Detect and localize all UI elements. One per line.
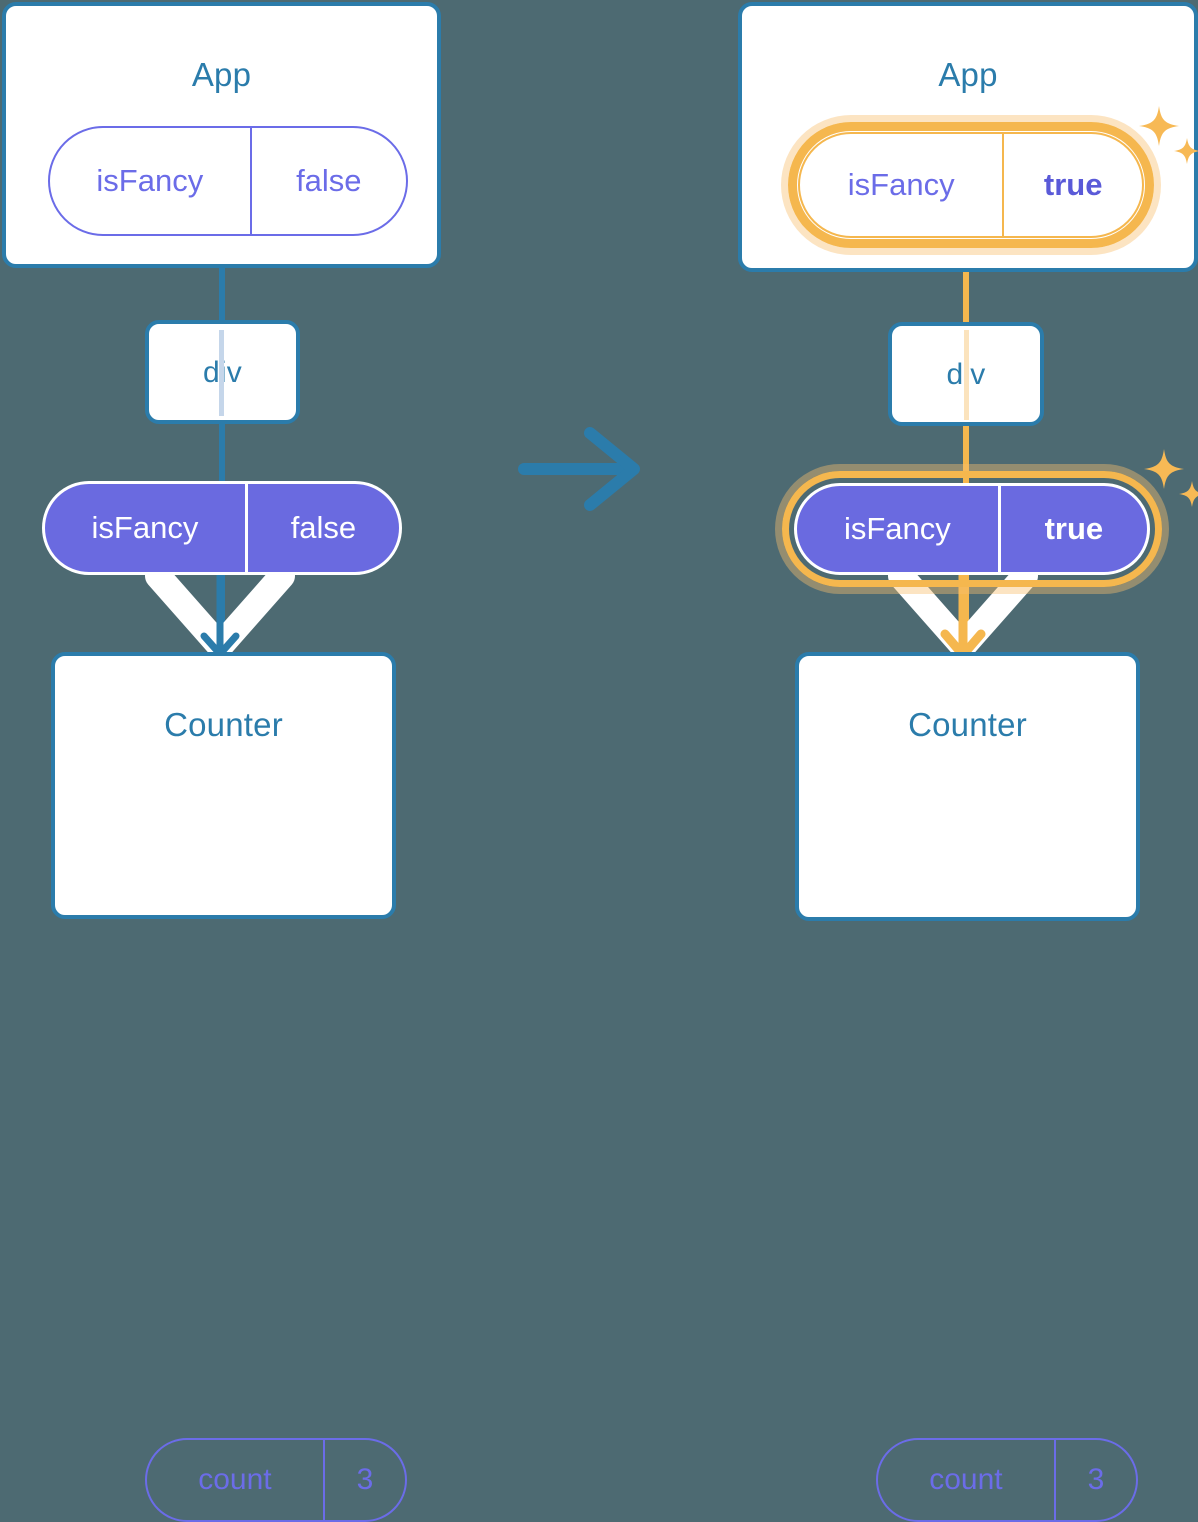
app-state-value: false: [249, 128, 406, 234]
counter-state-value-after: 3: [1053, 1440, 1136, 1520]
prop-pill: isFancy false: [42, 481, 402, 575]
app-state-value-after: true: [1002, 134, 1142, 236]
app-title-after: App: [938, 56, 998, 93]
counter-state-pill: count 3: [145, 1438, 407, 1522]
connector-through-div: [219, 330, 224, 416]
prop-label: isFancy: [91, 510, 199, 545]
counter-state-pill-after: count 3: [876, 1438, 1138, 1522]
sparkles-icon-app: [1139, 106, 1198, 164]
prop-label-after: isFancy: [843, 511, 951, 546]
prop-value-after: true: [997, 486, 1147, 572]
counter-component-box: Counter count 3: [51, 652, 407, 1522]
connector-div-to-prop-highlighted: [963, 420, 969, 486]
connector-app-to-div: [219, 266, 225, 324]
app-state-pill-after: isFancy true: [798, 132, 1144, 238]
counter-state-label: count: [198, 1463, 272, 1496]
before-panel: App isFancy false div isFancy false Coun…: [0, 0, 450, 1522]
after-panel: App isFancy true div isFancy: [738, 0, 1198, 1522]
counter-component-box-after: Counter count 3: [795, 652, 1140, 1522]
sparkles-icon-prop: [1144, 449, 1198, 507]
counter-title: Counter: [164, 706, 283, 743]
app-state-label-after: isFancy: [847, 167, 955, 202]
app-state-pill: isFancy false: [48, 126, 408, 236]
connector-app-to-div-highlighted: [963, 236, 969, 322]
app-component-box: App isFancy false: [2, 2, 441, 268]
prop-value: false: [244, 484, 399, 572]
counter-state-value: 3: [322, 1440, 405, 1520]
prop-pill-after: isFancy true: [794, 483, 1150, 575]
app-component-box-after: App isFancy true: [738, 2, 1198, 272]
connector-through-div-after: [964, 330, 969, 420]
counter-state-label-after: count: [929, 1463, 1003, 1496]
connector-div-to-prop: [219, 420, 225, 486]
counter-title-after: Counter: [908, 706, 1027, 743]
transition-right-arrow-icon: [518, 427, 640, 511]
app-title: App: [191, 56, 252, 93]
app-state-label: isFancy: [96, 163, 204, 198]
